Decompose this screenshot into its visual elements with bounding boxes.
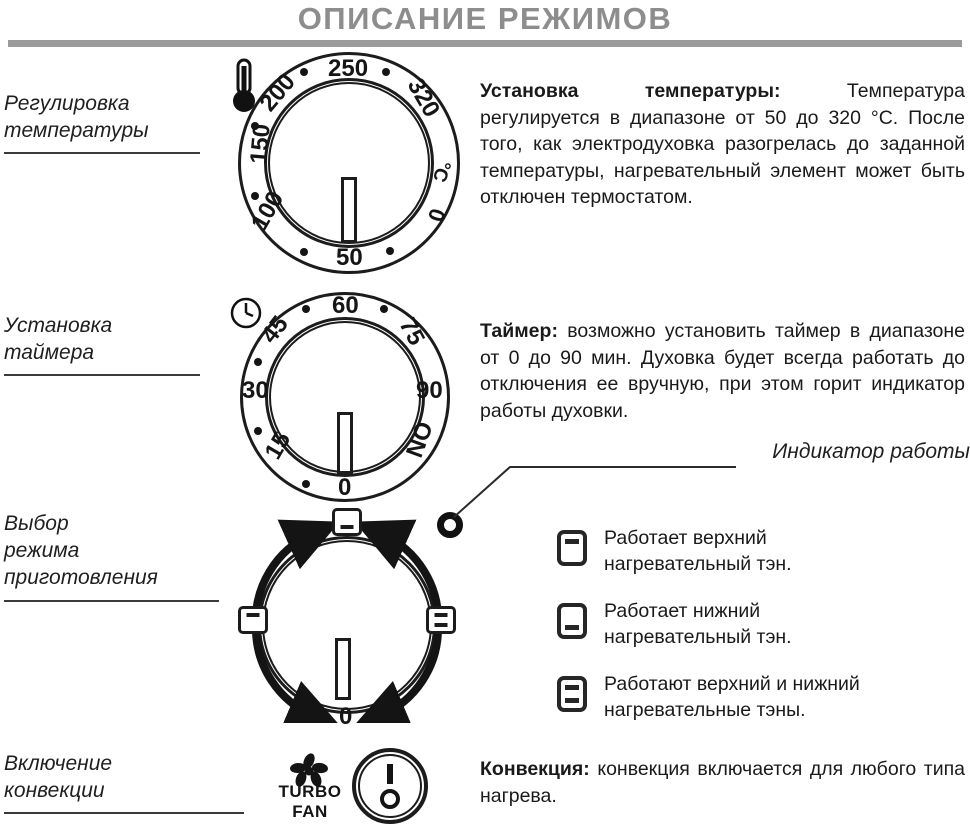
switch-marks: [380, 764, 400, 809]
paragraph-timer: Таймер: возможно установить таймер в диа…: [480, 318, 965, 424]
indicator-leader-line: [453, 466, 736, 518]
label-timer-underline: [4, 374, 200, 376]
timer-tick-dot: [254, 427, 262, 435]
turbo-fan-label: TURBO FAN: [278, 782, 342, 821]
label-timer-setting: Установка таймера: [4, 314, 113, 364]
temp-tick-dot: [382, 68, 390, 76]
mode-icon-upper[interactable]: [238, 606, 268, 634]
paragraph-convection-body: конвекция включается для любого типа наг…: [480, 758, 965, 807]
temperature-knob[interactable]: 250 320 0 °C 50 100 150 200: [238, 52, 460, 274]
temp-tick-dot: [300, 68, 308, 76]
clock-icon: [230, 297, 262, 329]
timer-tick-60: 60: [332, 292, 359, 319]
switch-inner-ring: [358, 754, 422, 818]
timer-tick-dot: [302, 305, 310, 313]
timer-tick-dot: [254, 358, 262, 366]
paragraph-temperature: Установка температуры: Температура регул…: [480, 78, 965, 211]
indicator-lamp-icon: [437, 512, 463, 538]
mode-icon-lower[interactable]: [332, 508, 362, 536]
label-cooking-mode-underline: [4, 600, 219, 602]
mode-rotation-arrows: [251, 519, 443, 723]
temp-tick-250: 250: [328, 55, 369, 82]
temperature-knob-outer-ring: [238, 52, 460, 274]
timer-knob-pointer[interactable]: [337, 412, 353, 474]
thermometer-icon: [233, 58, 255, 112]
mode-icon-both[interactable]: [426, 606, 456, 634]
title-divider: [8, 40, 962, 47]
timer-knob-inner-ring: [265, 317, 425, 477]
power-rocker-switch-icon[interactable]: [352, 748, 428, 824]
heater-both-icon: [557, 676, 587, 712]
page-title: ОПИСАНИЕ РЕЖИМОВ: [297, 1, 673, 36]
temperature-knob-inner-ring-2: [268, 82, 430, 244]
legend-text-both: Работают верхний и нижний нагревательные…: [604, 673, 860, 721]
temperature-knob-pointer[interactable]: [341, 177, 357, 243]
temp-tick-dot: [300, 248, 308, 256]
temp-tick-150: 150: [245, 122, 276, 166]
timer-tick-30: 30: [242, 377, 269, 404]
timer-knob[interactable]: 60 75 90 ON 0 15 30 45: [240, 292, 450, 502]
mode-knob[interactable]: 0: [238, 508, 456, 730]
fan-icon: [290, 753, 328, 787]
timer-tick-dot: [302, 480, 310, 488]
timer-tick-90: 90: [416, 377, 443, 404]
temp-tick-dot: [251, 122, 259, 130]
label-convection-switch: Включение конвекции: [4, 752, 113, 802]
paragraph-timer-heading: Таймер:: [480, 320, 558, 342]
mode-zero-label: 0: [339, 703, 353, 730]
paragraph-temperature-body: Температура регулируется в диапазоне от …: [480, 80, 965, 208]
label-convection-underline: [4, 812, 244, 814]
heater-bottom-icon: [557, 603, 587, 639]
timer-tick-0: 0: [338, 474, 352, 501]
paragraph-temperature-heading: Установка температуры:: [480, 80, 781, 102]
heater-top-icon: [557, 530, 587, 566]
temp-tick-50: 50: [336, 244, 363, 271]
temp-tick-dot: [251, 192, 259, 200]
label-temperature-underline: [4, 152, 200, 154]
legend-text-top: Работает верхний нагревательный тэн.: [604, 527, 792, 575]
legend-text-bottom: Работает нижний нагревательный тэн.: [604, 600, 792, 648]
timer-tick-dot: [380, 305, 388, 313]
label-cooking-mode: Выбор режима приготовления: [4, 512, 158, 589]
paragraph-convection: Конвекция: конвекция включается для любо…: [480, 756, 965, 809]
paragraph-convection-heading: Конвекция:: [480, 758, 590, 780]
temp-tick-dot: [386, 247, 394, 255]
temperature-knob-inner-ring: [264, 78, 434, 248]
label-operation-indicator: Индикатор работы: [772, 440, 970, 463]
label-temperature-control: Регулировка температуры: [4, 92, 149, 142]
timer-knob-outer-ring: [240, 292, 450, 502]
paragraph-timer-body: возможно установить таймер в диапазоне о…: [480, 320, 965, 422]
